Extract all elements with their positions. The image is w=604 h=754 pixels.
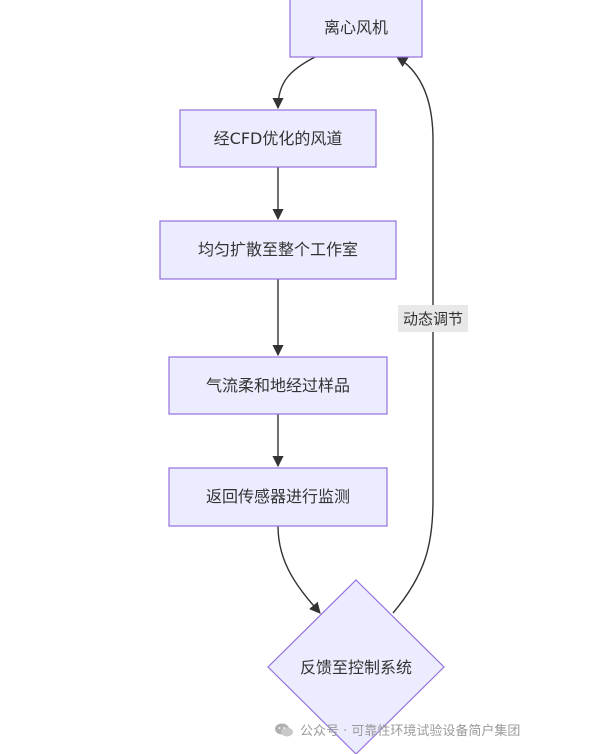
node-spread-label: 均匀扩散至整个工作室 <box>198 240 358 259</box>
node-control: 反馈至控制系统 <box>267 579 445 754</box>
node-sensor-label: 返回传感器进行监测 <box>206 487 350 506</box>
edge-sensor-to-control <box>277 525 321 614</box>
watermark: 公众号 · 可靠性环境试验设备简户集团 <box>274 720 520 739</box>
edge-label-text: 动态调节 <box>403 310 463 328</box>
node-fan: 离心风机 <box>289 0 423 58</box>
node-fan-label: 离心风机 <box>324 18 388 37</box>
node-duct: 经CFD优化的风道 <box>179 109 377 168</box>
node-duct-label: 经CFD优化的风道 <box>214 129 343 148</box>
wechat-icon <box>275 723 293 736</box>
node-control-label: 反馈至控制系统 <box>300 658 412 677</box>
node-spread: 均匀扩散至整个工作室 <box>159 220 397 280</box>
watermark-text: 公众号 · 可靠性环境试验设备简户集团 <box>300 724 521 739</box>
node-flow: 气流柔和地经过样品 <box>168 356 388 415</box>
edge-fan-to-duct <box>272 56 316 110</box>
node-flow-label: 气流柔和地经过样品 <box>206 376 350 395</box>
edge-label-dynamic-adjust: 动态调节 <box>398 305 468 332</box>
node-sensor: 返回传感器进行监测 <box>168 467 388 527</box>
edge-control-to-fan <box>392 56 434 614</box>
